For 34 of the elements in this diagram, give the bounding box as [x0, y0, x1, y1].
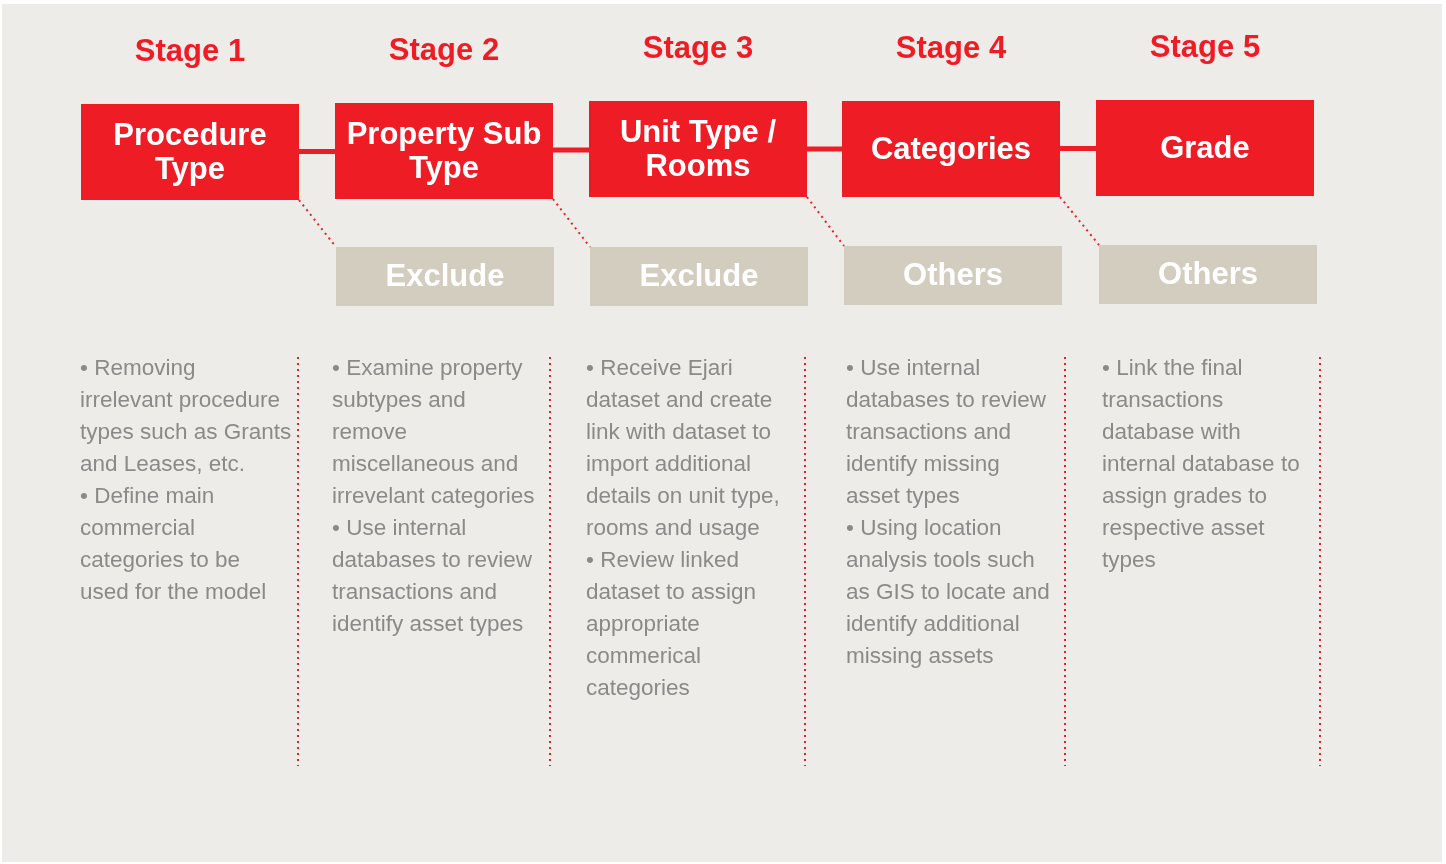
bullet-text: • Examine property subtypes and remove miscellaneous and irrevelant categories: [332, 354, 536, 510]
bullet-text: • Use internal databases to review transactions and identify missing asset types: [846, 354, 1048, 510]
dotted-connector: [552, 198, 591, 248]
dotted-connector: [1059, 196, 1100, 246]
bullet-text: • Use internal databases to review transactions and identify asset types: [332, 514, 534, 638]
outcome-label: Exclude: [639, 259, 759, 294]
outcome-box: [336, 247, 554, 306]
bullet-text: • Receive Ejari dataset and create link with dataset to import additional details on unit type, rooms and usage: [586, 354, 781, 542]
outcome-box: [844, 246, 1062, 305]
stage-title: Procedure Type: [112, 117, 268, 187]
outcome-box: [590, 247, 808, 306]
bullet-text: • Review linked dataset to assign appropriate commerical categories: [586, 546, 758, 702]
outcome-label: Others: [1158, 257, 1258, 292]
stage-title: Grade: [1160, 130, 1250, 166]
stage-heading: Stage 5: [1148, 30, 1262, 65]
outcome-label: Others: [903, 258, 1003, 293]
stage-heading: Stage 4: [894, 31, 1008, 66]
stage-title: Property Sub Type: [345, 116, 543, 186]
connector-line: [299, 149, 335, 154]
stage-title: Unit Type / Rooms: [618, 114, 778, 184]
bullet-text: • Using location analysis tools such as GIS to locate and identify additional missing assets: [846, 514, 1051, 670]
dotted-connector: [806, 196, 845, 247]
outcome-box: [1099, 245, 1317, 304]
outcome-label: Exclude: [385, 259, 505, 294]
stage-heading: Stage 3: [641, 31, 755, 66]
stage-heading: Stage 2: [387, 33, 501, 68]
bullet-text: • Define main commercial categories to be used for the model: [80, 482, 268, 606]
bullet-text: • Link the final transactions database with internal database to assign grades to respective asset types: [1102, 354, 1301, 574]
connector-line: [1060, 146, 1096, 151]
connector-line: [553, 147, 589, 153]
connector-line: [807, 146, 842, 152]
stage-title: Categories: [870, 131, 1032, 167]
stage-heading: Stage 1: [133, 34, 247, 69]
bullet-text: • Removing irrelevant procedure types such as Grants and Leases, etc.: [80, 354, 292, 478]
